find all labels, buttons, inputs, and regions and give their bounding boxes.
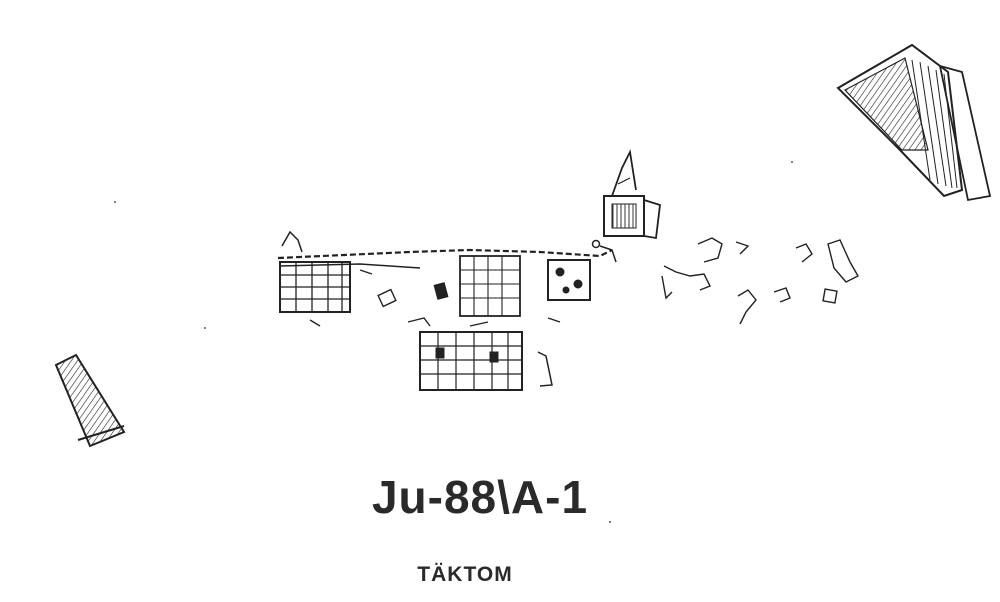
left-wreck-fragment bbox=[54, 353, 126, 448]
drawing-subtitle: TÄKTOM bbox=[417, 563, 513, 586]
paper-specks bbox=[114, 161, 793, 523]
fuselage-wreck bbox=[277, 149, 661, 391]
wing-fragment bbox=[836, 43, 992, 202]
debris-scatter bbox=[309, 237, 859, 327]
drawing-title: Ju-88\A-1 bbox=[371, 471, 589, 523]
